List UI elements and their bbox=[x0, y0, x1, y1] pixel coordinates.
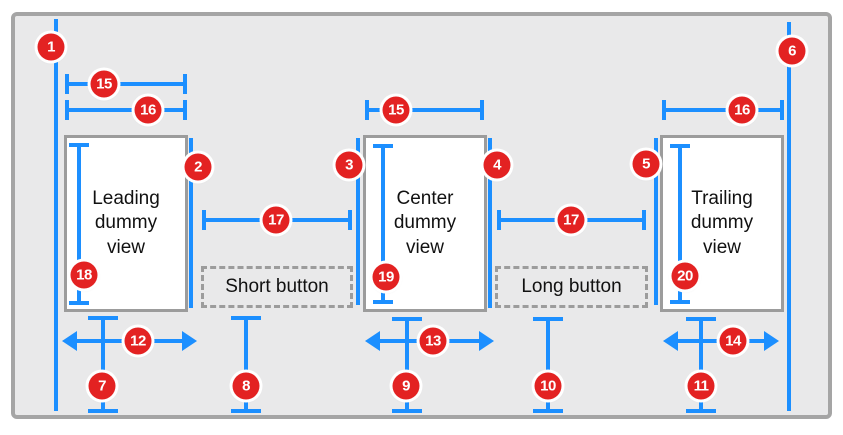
leading-dummy-view: Leading dummy view bbox=[64, 135, 188, 312]
bottom-spacing-line-10 bbox=[533, 317, 563, 413]
short-button-label: Short button bbox=[225, 276, 329, 297]
width-dim-15-leading bbox=[65, 74, 187, 94]
long-button: Long button bbox=[495, 266, 648, 308]
center-dummy-view-label: Center dummy view bbox=[393, 188, 457, 258]
marker-13: 13 bbox=[419, 327, 447, 355]
marker-12: 12 bbox=[124, 327, 152, 355]
height-dim-18-leading bbox=[69, 143, 89, 305]
leading-view-trailing-edge-line bbox=[189, 138, 193, 308]
short-button: Short button bbox=[201, 266, 353, 308]
center-view-leading-edge-line bbox=[356, 138, 360, 305]
marker-11: 11 bbox=[687, 372, 715, 400]
marker-9: 9 bbox=[392, 372, 420, 400]
marker-14: 14 bbox=[719, 327, 747, 355]
marker-15-center: 15 bbox=[382, 96, 410, 124]
trailing-dummy-view-label: Trailing dummy view bbox=[690, 188, 754, 258]
marker-10: 10 bbox=[534, 372, 562, 400]
marker-17-left: 17 bbox=[262, 206, 290, 234]
marker-15-leading: 15 bbox=[90, 70, 118, 98]
marker-5: 5 bbox=[632, 150, 660, 178]
width-dim-16-leading bbox=[65, 100, 187, 120]
marker-7: 7 bbox=[88, 372, 116, 400]
height-dim-20-trailing bbox=[670, 144, 690, 304]
marker-16-trailing: 16 bbox=[728, 96, 756, 124]
marker-4: 4 bbox=[483, 151, 511, 179]
width-dim-15-center bbox=[365, 100, 484, 120]
leading-margin-line bbox=[54, 19, 58, 411]
marker-1: 1 bbox=[37, 33, 65, 61]
leading-dummy-view-label: Leading dummy view bbox=[92, 188, 160, 258]
marker-16-leading: 16 bbox=[134, 96, 162, 124]
width-dim-16-trailing bbox=[662, 100, 784, 120]
bottom-spacing-line-11 bbox=[686, 317, 716, 413]
marker-20: 20 bbox=[671, 262, 699, 290]
marker-8: 8 bbox=[232, 372, 260, 400]
marker-18: 18 bbox=[70, 261, 98, 289]
trailing-margin-line bbox=[787, 22, 791, 411]
height-dim-19-center bbox=[373, 144, 393, 304]
long-button-label: Long button bbox=[521, 276, 622, 297]
center-view-trailing-edge-line bbox=[488, 138, 492, 308]
marker-2: 2 bbox=[184, 153, 212, 181]
bottom-spacing-line-8 bbox=[231, 316, 261, 413]
trailing-view-leading-edge-line bbox=[654, 138, 658, 305]
marker-17-right: 17 bbox=[557, 206, 585, 234]
marker-19: 19 bbox=[372, 263, 400, 291]
marker-3: 3 bbox=[335, 151, 363, 179]
bottom-spacing-line-9 bbox=[392, 317, 422, 413]
marker-6: 6 bbox=[778, 37, 806, 65]
bottom-spacing-line-7 bbox=[88, 316, 118, 413]
